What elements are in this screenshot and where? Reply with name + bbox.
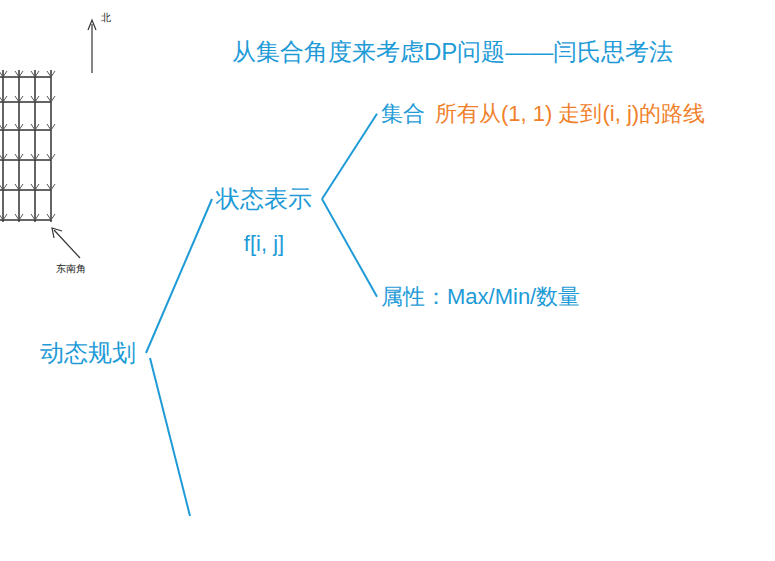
mindmap-node: 属性：Max/Min/数量: [379, 281, 582, 313]
node-text: 动态规划: [40, 338, 136, 368]
grid-lines: [0, 70, 51, 222]
leader-line: [54, 230, 80, 258]
node-text: f[i, j]: [244, 230, 284, 258]
branch-line: [322, 114, 377, 199]
north-arrow: [91, 24, 92, 73]
title: 从集合角度来考虑DP问题——闫氏思考法: [232, 38, 673, 67]
node-text: 状态表示: [216, 184, 312, 214]
node-text: 集合: [381, 100, 425, 128]
node-text: 所有从(1, 1) 走到(i, j)的路线: [435, 100, 705, 128]
branch-line: [322, 199, 377, 297]
mindmap-node: 状态表示 f[i, j]: [214, 182, 314, 260]
map-label: 东南角: [56, 263, 86, 275]
branch-line: [150, 358, 190, 516]
leader-arrow-head: [52, 228, 62, 238]
mindmap-node: 动态规划: [38, 336, 138, 370]
branch-line: [146, 199, 212, 353]
mindmap-node: 集合所有从(1, 1) 走到(i, j)的路线: [379, 98, 707, 130]
tree-marks: [0, 71, 55, 220]
node-text: 属性：Max/Min/数量: [381, 283, 580, 311]
north-arrow-head: [88, 20, 96, 30]
map-label: 北: [101, 12, 111, 24]
